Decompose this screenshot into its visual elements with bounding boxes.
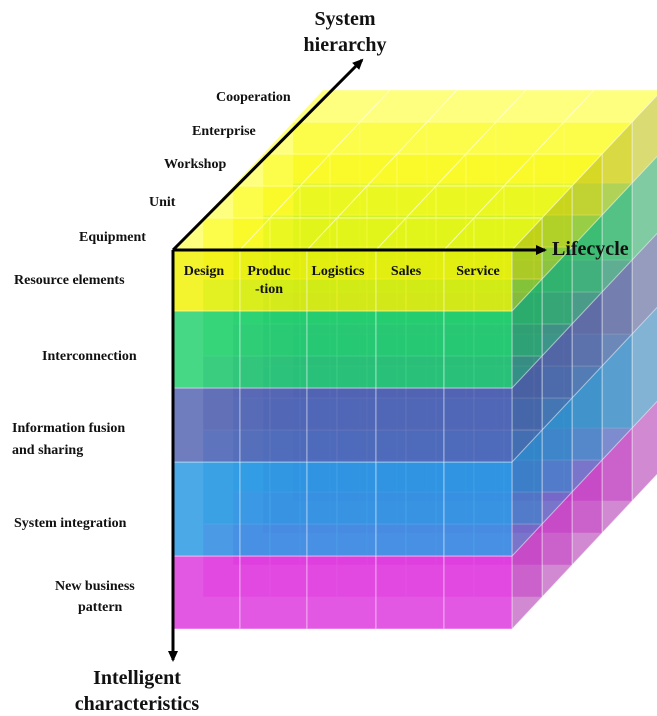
lifecycle-label-production-line1: Produc xyxy=(247,264,290,279)
cube-front-face xyxy=(306,249,377,312)
intelligent-characteristics-title-line1: Intelligent xyxy=(93,667,181,689)
cube-front-face xyxy=(375,387,445,463)
lifecycle-stage-labels: Design Produc -tion Logistics Sales Serv… xyxy=(184,264,500,297)
cube-front-face xyxy=(239,249,308,312)
hierarchy-label-equipment: Equipment xyxy=(79,230,146,245)
intelligent-characteristics-title-line2: characteristics xyxy=(75,693,200,715)
cube-front-face xyxy=(306,387,377,463)
cube-front-face xyxy=(239,555,308,630)
lifecycle-label-logistics: Logistics xyxy=(312,264,365,279)
cube-front-face xyxy=(443,387,513,463)
lifecycle-title: Lifecycle xyxy=(552,238,629,260)
cube-front-face xyxy=(172,249,241,312)
lifecycle-label-service: Service xyxy=(456,264,500,279)
hierarchy-label-cooperation: Cooperation xyxy=(216,90,291,105)
system-hierarchy-title-line1: System xyxy=(314,8,375,30)
characteristic-label-new-business: New business xyxy=(55,579,135,594)
cube-front-face xyxy=(239,310,308,389)
lifecycle-label-design: Design xyxy=(184,264,225,279)
lifecycle-label-production-line2: -tion xyxy=(255,282,283,297)
hierarchy-label-enterprise: Enterprise xyxy=(192,124,256,139)
cube-front-face xyxy=(239,461,308,557)
cube-front-face xyxy=(375,310,445,389)
cube-front-face xyxy=(172,461,241,557)
characteristic-label-and-sharing: and sharing xyxy=(12,443,83,458)
cube-front-face xyxy=(172,555,241,630)
cube-front-face xyxy=(375,461,445,557)
lifecycle-label-sales: Sales xyxy=(391,264,422,279)
cube-front-face xyxy=(443,310,513,389)
cube-front-face xyxy=(172,387,241,463)
characteristic-label-system-integration: System integration xyxy=(14,516,127,531)
cube-front-face xyxy=(306,555,377,630)
cube-front-face xyxy=(172,310,241,389)
cube-front-face xyxy=(443,555,513,630)
intelligent-characteristics-labels: Resource elements Interconnection Inform… xyxy=(12,273,137,615)
characteristic-label-pattern: pattern xyxy=(78,600,123,615)
cube-front-face xyxy=(306,310,377,389)
system-hierarchy-axis xyxy=(171,58,364,252)
hierarchy-label-workshop: Workshop xyxy=(164,157,226,172)
characteristic-label-interconnection: Interconnection xyxy=(42,349,137,364)
characteristic-label-information-fusion: Information fusion xyxy=(12,421,125,436)
cube-front-face xyxy=(375,249,445,312)
characteristic-label-resource-elements: Resource elements xyxy=(14,273,125,288)
cube-grid xyxy=(171,89,657,631)
system-hierarchy-title-line2: hierarchy xyxy=(304,34,387,56)
cube-front-face xyxy=(443,461,513,557)
hierarchy-label-unit: Unit xyxy=(149,195,176,210)
cube-front-face xyxy=(375,555,445,630)
cube-front-face xyxy=(306,461,377,557)
system-hierarchy-labels: Equipment Unit Workshop Enterprise Coope… xyxy=(79,90,291,245)
cube-front-face xyxy=(443,249,513,312)
cube-front-face xyxy=(239,387,308,463)
